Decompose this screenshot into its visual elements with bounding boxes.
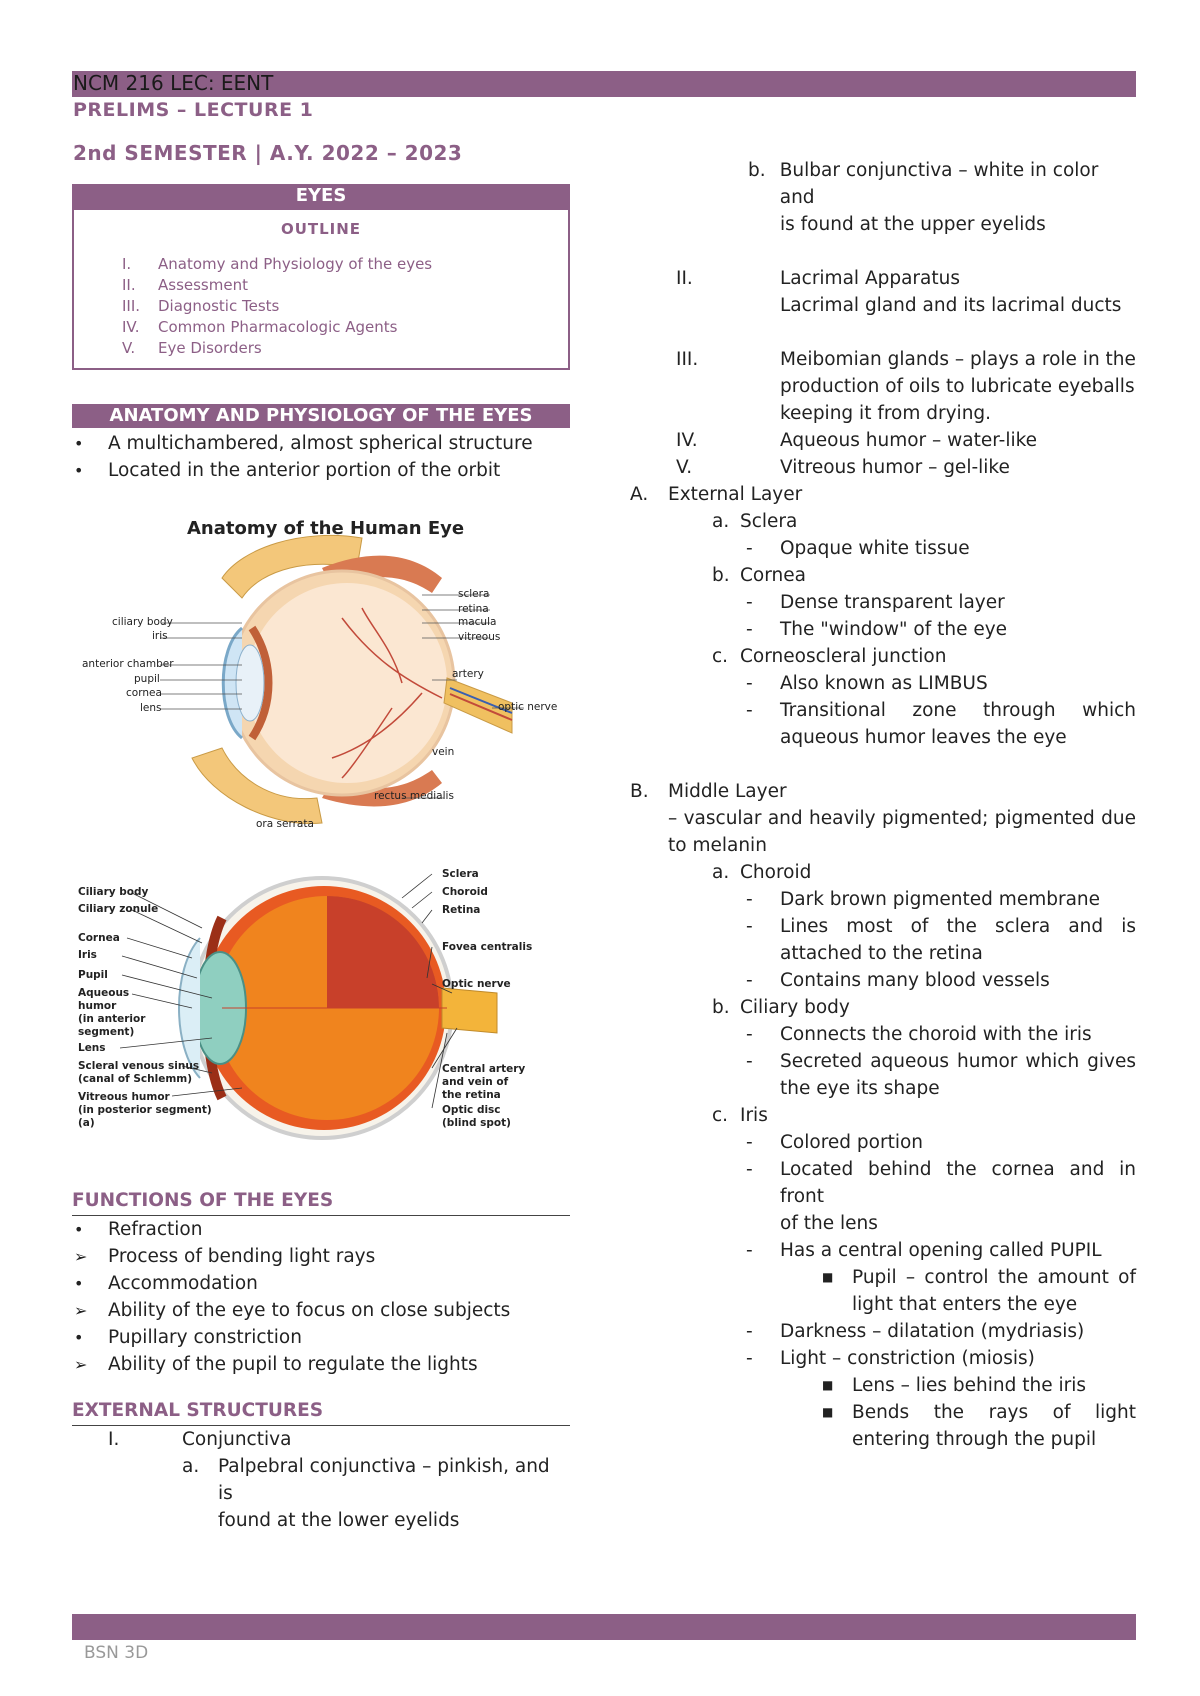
- external-layer: A.External Layer: [630, 484, 803, 505]
- label-artery: artery: [452, 668, 484, 680]
- outline-title: OUTLINE: [280, 220, 362, 238]
- label-vein: vein: [432, 746, 455, 758]
- function-item: •Accommodation: [74, 1273, 258, 1294]
- semester-line: 2nd SEMESTER | A.Y. 2022 – 2023: [73, 141, 463, 165]
- external-heading: EXTERNAL STRUCTURES: [72, 1398, 570, 1426]
- label2-canal-of-schlemm: (canal of Schlemm): [78, 1073, 193, 1085]
- label-lens: lens: [140, 702, 162, 714]
- function-item: •Pupillary constriction: [74, 1327, 302, 1348]
- functions-heading: FUNCTIONS OF THE EYES: [72, 1188, 570, 1216]
- outline-item: I.Anatomy and Physiology of the eyes: [122, 255, 433, 273]
- label2-pupil: Pupil: [78, 969, 108, 981]
- label-rectus-medialis: rectus medialis: [374, 790, 454, 802]
- label2-blind-spot: (blind spot): [442, 1117, 511, 1129]
- label2-aqueous: Aqueous: [78, 987, 130, 999]
- outline-box: OUTLINE I.Anatomy and Physiology of the …: [72, 208, 570, 370]
- outline-item: IV.Common Pharmacologic Agents: [122, 318, 398, 336]
- label2-scleral-venous-sinus: Scleral venous sinus: [78, 1060, 200, 1072]
- eye-anatomy-figure-1: Anatomy of the Human Eye ciliary body ir…: [72, 508, 570, 848]
- label-ciliary-body: ciliary body: [112, 616, 173, 628]
- middle-layer: B.Middle Layer: [630, 781, 787, 802]
- label-iris: iris: [152, 630, 168, 642]
- external-item-i: I.Conjunctiva: [108, 1429, 292, 1450]
- function-item: ➢Process of bending light rays: [74, 1246, 376, 1267]
- meibomian-glands: III.Meibomian glands – plays a role in t…: [676, 349, 1136, 370]
- external-item-a-cont: found at the lower eyelids: [218, 1510, 460, 1531]
- eye-cross-section-illustration: [160, 534, 524, 825]
- label-anterior-chamber: anterior chamber: [82, 658, 174, 670]
- left-column: EYES OUTLINE I.Anatomy and Physiology of…: [72, 184, 570, 1534]
- label2-optic-nerve: Optic nerve: [442, 978, 511, 990]
- label-optic-nerve: optic nerve: [498, 701, 558, 713]
- label2-humor: humor: [78, 1000, 117, 1012]
- anatomy-bullet: •A multichambered, almost spherical stru…: [74, 433, 533, 454]
- function-item: •Refraction: [74, 1219, 203, 1240]
- label-vitreous: vitreous: [458, 631, 501, 643]
- outline-list: I.Anatomy and Physiology of the eyes II.…: [74, 254, 568, 359]
- aqueous-humor: IV.Aqueous humor – water-like: [676, 430, 1038, 451]
- vitreous-humor: V.Vitreous humor – gel-like: [676, 457, 1010, 478]
- label2-fovea-centralis: Fovea centralis: [442, 941, 533, 953]
- outline-item: V.Eye Disorders: [122, 339, 262, 357]
- right-column: b.Bulbar conjunctiva – white in color an…: [630, 160, 1136, 1450]
- header-bar: [72, 71, 1136, 97]
- document-title: NCM 216 LEC: EENT: [73, 71, 274, 95]
- label2-choroid: Choroid: [442, 886, 488, 898]
- function-item: ➢Ability of the pupil to regulate the li…: [74, 1354, 478, 1375]
- label-pupil: pupil: [134, 673, 160, 685]
- label-sclera: sclera: [458, 588, 490, 600]
- label2-optic-disc: Optic disc: [442, 1104, 501, 1116]
- label2-retina: Retina: [442, 904, 481, 916]
- anatomy-section-bar: ANATOMY AND PHYSIOLOGY OF THE EYES: [72, 404, 570, 428]
- document-subtitle: PRELIMS – LECTURE 1: [73, 99, 314, 121]
- label2-cornea: Cornea: [78, 932, 120, 944]
- eye-anatomy-figure-2: Ciliary body Ciliary zonule Cornea Iris …: [72, 848, 570, 1178]
- label2-vitreous-humor: Vitreous humor: [78, 1091, 170, 1103]
- external-item-a: a.Palpebral conjunctiva – pinkish, and i…: [182, 1456, 550, 1504]
- function-item: ➢Ability of the eye to focus on close su…: [74, 1300, 511, 1321]
- label-retina: retina: [458, 603, 489, 615]
- label2-segment: segment): [78, 1026, 135, 1038]
- label2-ciliary-body: Ciliary body: [78, 886, 149, 898]
- label2-in-posterior: (in posterior segment): [78, 1104, 212, 1116]
- figure-1-title: Anatomy of the Human Eye: [187, 518, 465, 539]
- label2-ciliary-zonule: Ciliary zonule: [78, 903, 159, 915]
- footer-bar: [72, 1614, 1136, 1640]
- eyes-section-bar: EYES: [72, 184, 570, 208]
- label2-sclera: Sclera: [442, 868, 479, 880]
- footer-text: BSN 3D: [84, 1643, 149, 1663]
- anatomy-bullet: •Located in the anterior portion of the …: [74, 460, 501, 481]
- label2-the-retina: the retina: [442, 1089, 501, 1101]
- outline-item: II.Assessment: [122, 276, 248, 294]
- label-cornea: cornea: [126, 687, 162, 699]
- eye-sagittal-illustration: [119, 873, 498, 1140]
- label-ora-serrata: ora serrata: [256, 818, 314, 830]
- lacrimal-apparatus: II.Lacrimal Apparatus: [676, 268, 960, 289]
- label2-iris: Iris: [78, 949, 97, 961]
- label2-and-vein-of: and vein of: [442, 1076, 509, 1088]
- label2-in-anterior: (in anterior: [78, 1013, 146, 1025]
- label-macula: macula: [458, 616, 497, 628]
- label2-central-artery: Central artery: [442, 1063, 526, 1075]
- label2-a: (a): [78, 1117, 95, 1129]
- outline-item: III.Diagnostic Tests: [122, 297, 280, 315]
- label2-lens: Lens: [78, 1042, 106, 1054]
